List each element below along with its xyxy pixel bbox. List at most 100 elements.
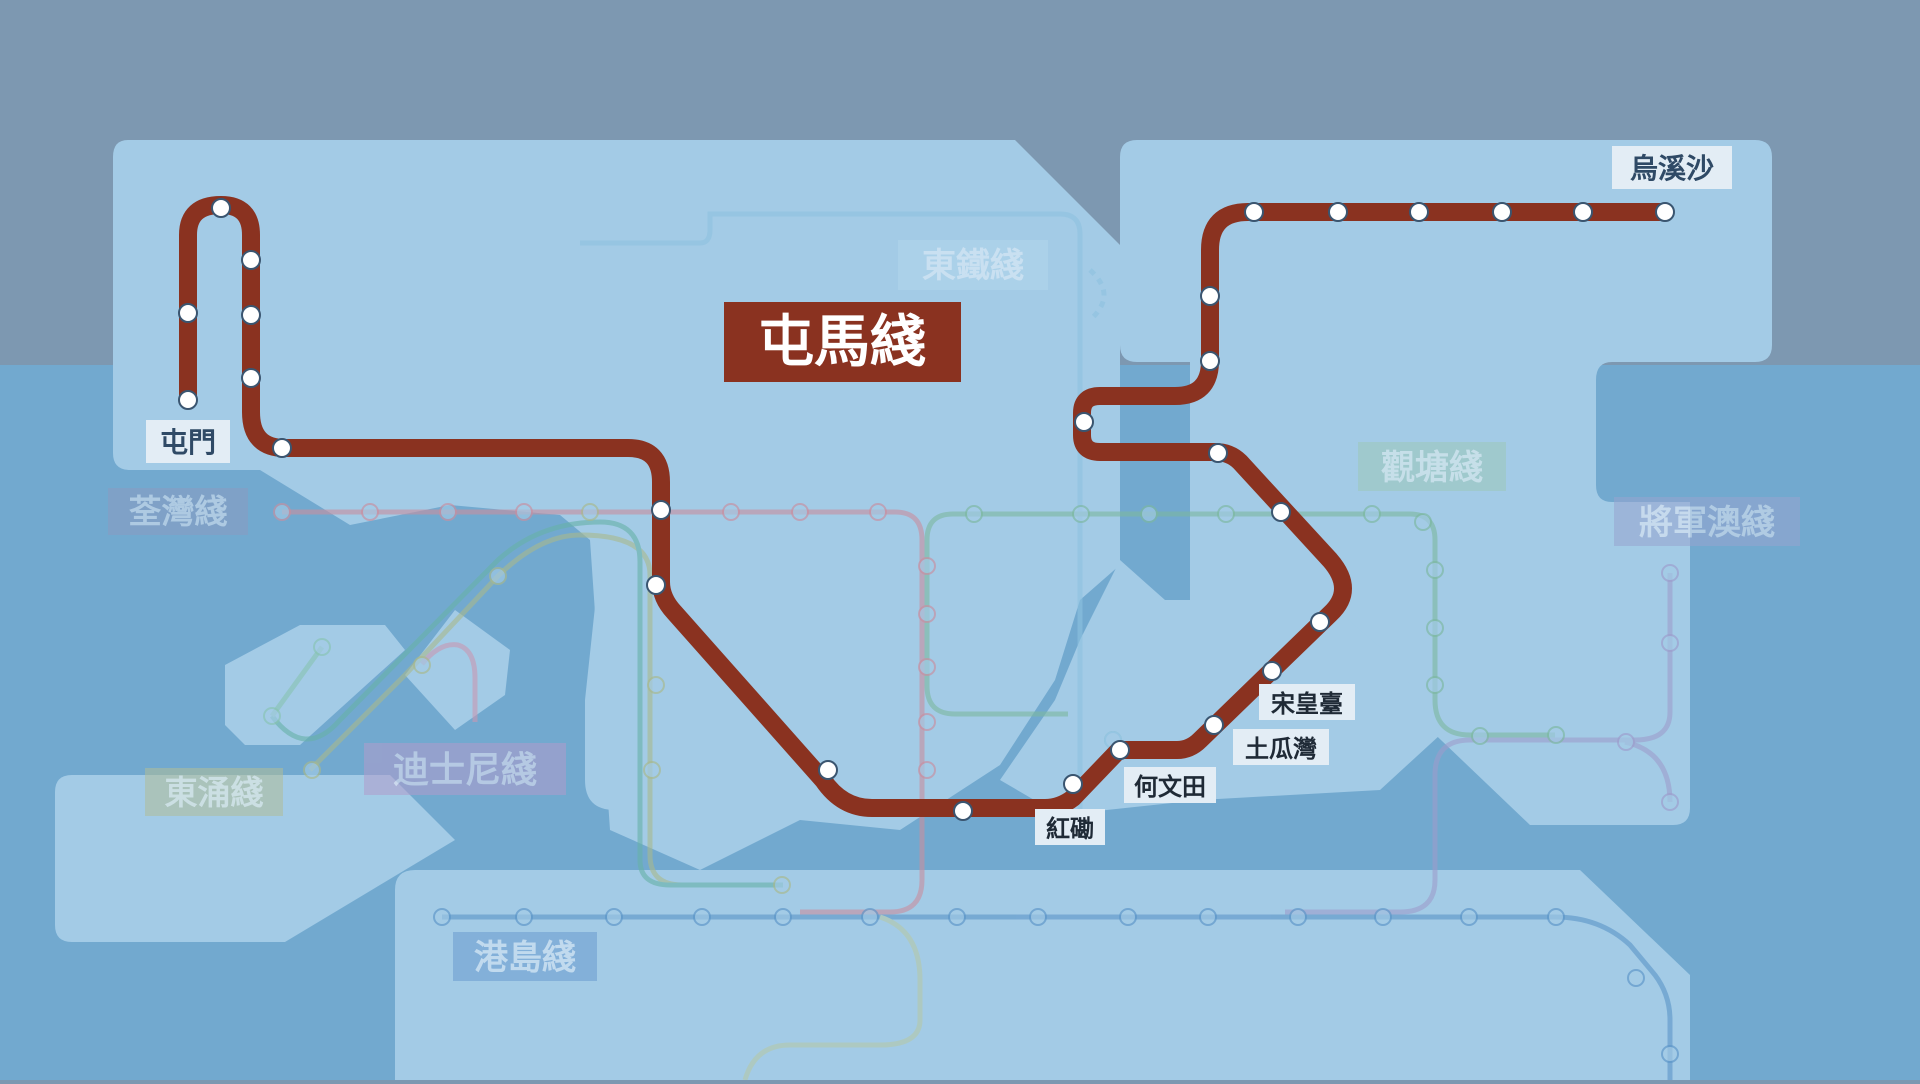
faded-station	[1661, 564, 1679, 582]
station[interactable]	[1328, 202, 1348, 222]
faded-station	[605, 908, 623, 926]
airport-spur-track	[269, 645, 325, 718]
label-hung-hom-bg	[1035, 809, 1105, 845]
faded-station	[1547, 726, 1565, 744]
station-ho-man-tin[interactable]	[1110, 740, 1130, 760]
faded-station	[1661, 634, 1679, 652]
faded-station	[647, 676, 665, 694]
station[interactable]	[211, 198, 231, 218]
station[interactable]	[953, 801, 973, 821]
station-wu-kai-sha[interactable]	[1655, 202, 1675, 222]
label-tseung-kwan-o-text: 將軍澳綫	[1639, 503, 1775, 543]
station[interactable]	[1573, 202, 1593, 222]
faded-line-labels: 荃灣綫 東鐵綫 觀塘綫 將軍澳綫 迪士尼綫 東涌綫 港島綫	[108, 240, 1800, 981]
tseung-kwan-o-track	[1285, 573, 1673, 915]
faded-station	[1119, 908, 1137, 926]
south-island-track	[742, 914, 923, 1081]
faded-station	[1617, 733, 1635, 751]
station[interactable]	[1208, 443, 1228, 463]
station[interactable]	[818, 760, 838, 780]
label-song-wong-toi-bg	[1259, 684, 1355, 720]
station[interactable]	[1244, 202, 1264, 222]
faded-station	[774, 908, 792, 926]
label-east-rail-text: 東鐵綫	[922, 246, 1024, 286]
station[interactable]	[1200, 286, 1220, 306]
airport-express-track	[270, 519, 783, 888]
label-song-wong-toi-text: 宋皇臺	[1271, 690, 1343, 718]
faded-station	[1374, 908, 1392, 926]
station-labels: 屯門 烏溪沙 宋皇臺 土瓜灣 何文田 紅磡	[146, 146, 1732, 845]
label-wu-kai-sha: 烏溪沙	[1612, 146, 1732, 189]
station-hung-hom[interactable]	[1063, 774, 1083, 794]
faded-station	[489, 567, 507, 585]
label-tsuen-wan: 荃灣綫	[108, 488, 248, 535]
label-tuen-mun: 屯門	[146, 420, 230, 463]
station[interactable]	[651, 500, 671, 520]
faded-station	[918, 713, 936, 731]
faded-station	[1426, 676, 1444, 694]
station[interactable]	[1271, 502, 1291, 522]
station[interactable]	[241, 250, 261, 270]
faded-station	[918, 557, 936, 575]
faded-station	[263, 707, 281, 725]
label-tseung-kwan-o-bg	[1614, 497, 1800, 546]
east-rail-loop	[1088, 268, 1107, 322]
label-tung-chung-text: 東涌綫	[165, 773, 264, 812]
faded-lines	[269, 211, 1673, 1081]
station[interactable]	[178, 303, 198, 323]
station[interactable]	[1409, 202, 1429, 222]
tuen-ma-stations	[178, 198, 1675, 821]
faded-station	[948, 908, 966, 926]
faded-station	[1426, 619, 1444, 637]
label-tseung-kwan-o: 將軍澳綫	[1614, 497, 1800, 546]
faded-station	[1363, 505, 1381, 523]
tuen-ma-line-track	[179, 196, 1674, 817]
faded-station	[1199, 908, 1217, 926]
faded-station	[643, 761, 661, 779]
station-tuen-mun[interactable]	[178, 390, 198, 410]
faded-station	[1029, 908, 1047, 926]
faded-station	[1217, 505, 1235, 523]
station[interactable]	[1074, 412, 1094, 432]
label-east-rail: 東鐵綫	[898, 240, 1048, 290]
faded-station	[693, 908, 711, 926]
faded-station	[303, 761, 321, 779]
station[interactable]	[1200, 351, 1220, 371]
faded-station	[515, 503, 533, 521]
faded-station	[869, 503, 887, 521]
faded-station	[722, 503, 740, 521]
station-to-kwa-wan[interactable]	[1204, 715, 1224, 735]
label-hung-hom: 紅磡	[1035, 809, 1105, 845]
faded-station	[773, 876, 791, 894]
station[interactable]	[241, 368, 261, 388]
label-tung-chung: 東涌綫	[145, 768, 283, 816]
faded-station	[1072, 505, 1090, 523]
label-song-wong-toi: 宋皇臺	[1259, 684, 1355, 720]
station[interactable]	[646, 575, 666, 595]
tung-chung-track	[308, 532, 783, 888]
faded-station	[439, 503, 457, 521]
east-rail-track	[580, 211, 1083, 820]
faded-station	[1414, 513, 1432, 531]
label-disneyland-text: 迪士尼綫	[393, 750, 537, 791]
faded-station	[1471, 727, 1489, 745]
label-east-rail-bg	[898, 240, 1048, 290]
faded-station	[861, 908, 879, 926]
faded-station	[1460, 908, 1478, 926]
label-wu-kai-sha-bg	[1612, 146, 1732, 189]
faded-station	[273, 503, 291, 521]
label-island-bg	[453, 932, 597, 981]
tsuen-wan-track	[282, 509, 925, 915]
faded-station	[1661, 1045, 1679, 1063]
station[interactable]	[272, 438, 292, 458]
station[interactable]	[1310, 612, 1330, 632]
label-tsuen-wan-bg	[108, 488, 248, 535]
station[interactable]	[241, 305, 261, 325]
station[interactable]	[1492, 202, 1512, 222]
land-areas	[55, 140, 1772, 1080]
label-island-text: 港島綫	[474, 938, 576, 978]
faded-station	[918, 605, 936, 623]
station-song-wong-toi[interactable]	[1262, 661, 1282, 681]
